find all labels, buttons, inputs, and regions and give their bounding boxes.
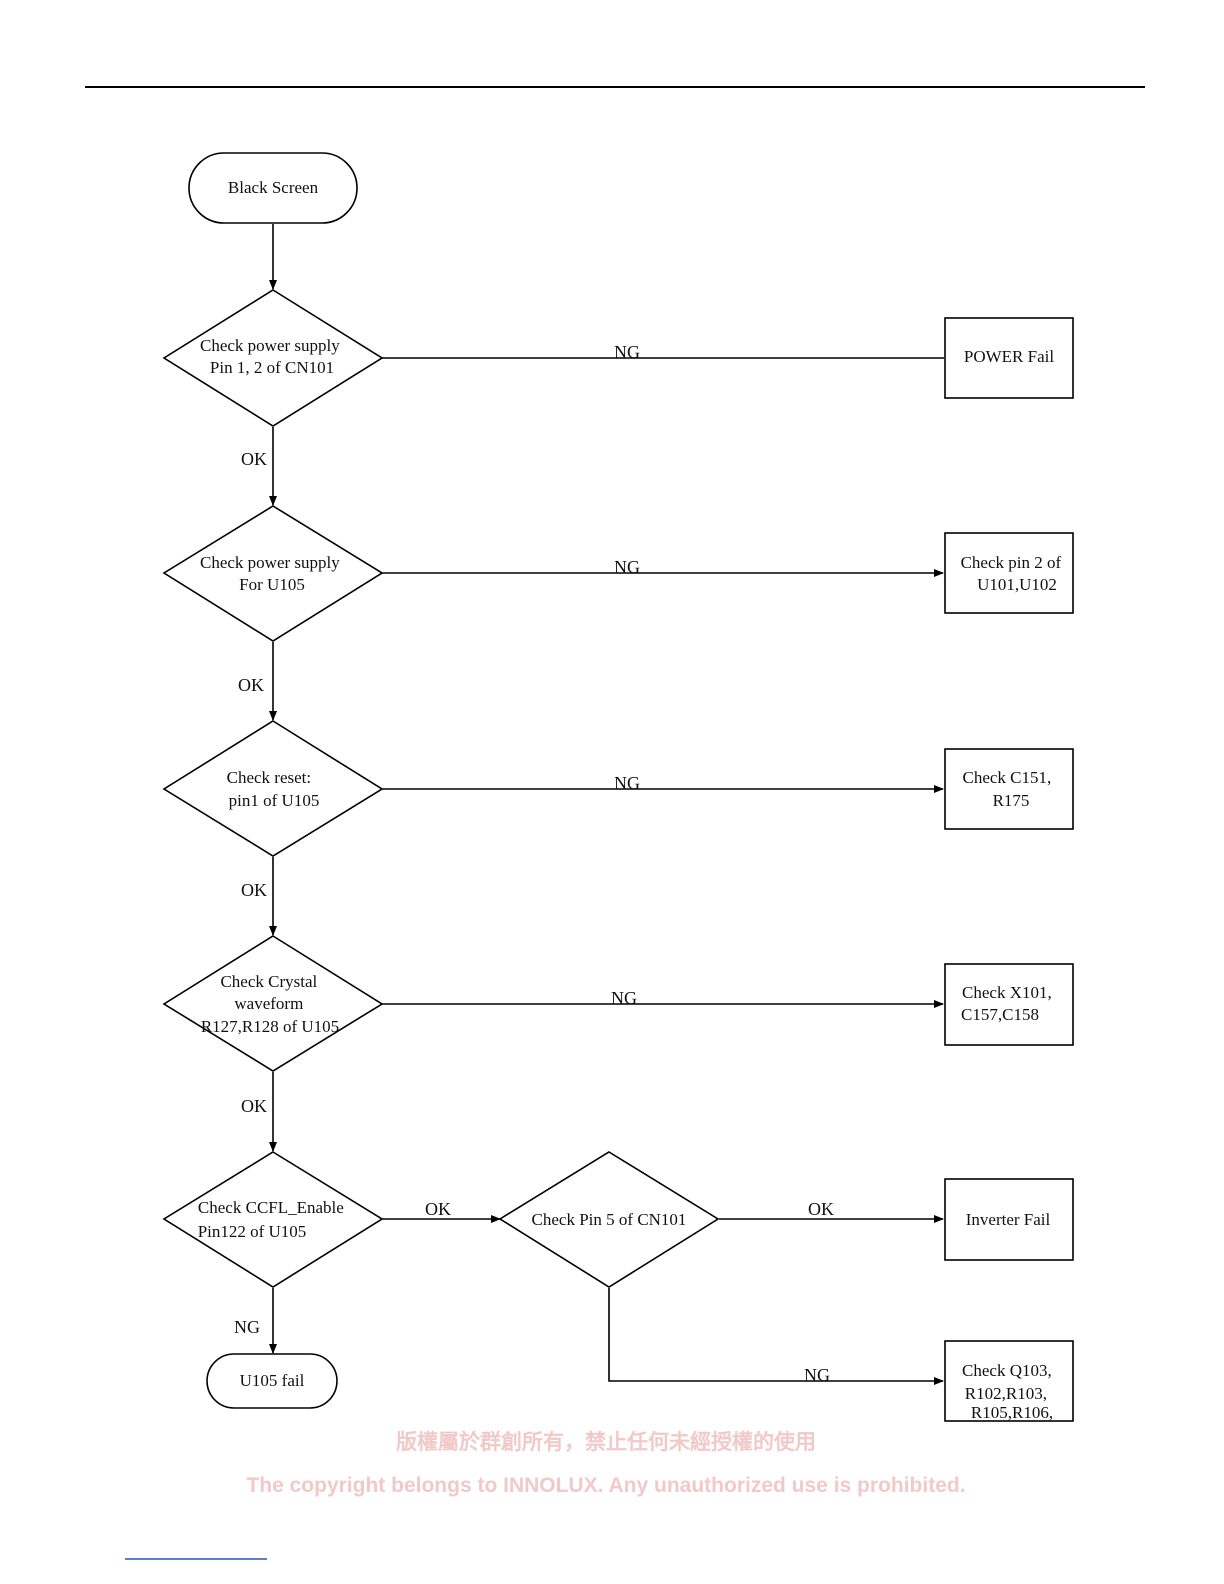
decision-crystal (162, 935, 384, 1072)
decision-reset-label: Check reset: pin1 of U105 (227, 768, 320, 810)
connector-pin5-to-q103 (608, 1288, 944, 1385)
decision-power-cn101-label: Check power supply Pin 1, 2 of CN101 (200, 336, 344, 377)
watermark-english: The copyright belongs to INNOLUX. Any un… (246, 1474, 965, 1497)
result-check-pin2-label: Check pin 2 of U101,U102 (961, 553, 1066, 594)
decision-pin5-cn101-label: Check Pin 5 of CN101 (532, 1210, 687, 1229)
start-label: Black Screen (228, 178, 319, 197)
result-inverter-fail (944, 1178, 1074, 1261)
result-inverter-fail-label: Inverter Fail (966, 1210, 1051, 1229)
decision-power-u105 (162, 505, 384, 642)
edge-label-ok-pin5: OK (808, 1199, 834, 1219)
result-check-q103 (944, 1340, 1074, 1422)
edge-label-ok-3: OK (241, 880, 267, 900)
edge-label-ng-4: NG (611, 988, 637, 1008)
edge-label-ok-1: OK (241, 449, 267, 469)
result-check-x101 (944, 963, 1074, 1046)
result-check-c151-label: Check C151, R175 (962, 768, 1055, 810)
edge-label-ok-4: OK (241, 1096, 267, 1116)
result-check-q103-label: Check Q103, R102,R103, R105,R106, (962, 1361, 1056, 1422)
edge-label-ng-1: NG (614, 342, 640, 362)
decision-reset (162, 720, 384, 857)
edge-label-ok-ccfl: OK (425, 1199, 451, 1219)
result-check-c151 (944, 748, 1074, 830)
edge-label-ng-ccfl: NG (234, 1317, 260, 1337)
end-u105-fail (206, 1353, 338, 1409)
decision-pin5-cn101 (498, 1151, 720, 1288)
watermark-chinese: 版權屬於群創所有，禁止任何未經授權的使用 (396, 1430, 816, 1454)
edge-label-ng-3: NG (614, 773, 640, 793)
decision-crystal-label: Check Crystal waveform R127,R128 of U105 (201, 972, 339, 1036)
decision-power-cn101 (162, 289, 384, 427)
edge-label-ok-2: OK (238, 675, 264, 695)
end-u105-fail-label: U105 fail (240, 1371, 305, 1390)
result-check-pin2 (944, 532, 1074, 614)
result-power-fail (944, 317, 1074, 399)
result-check-x101-label: Check X101, C157,C158 (961, 983, 1056, 1024)
edge-label-ng-pin5: NG (804, 1365, 830, 1385)
result-power-fail-label: POWER Fail (964, 347, 1054, 366)
decision-ccfl-enable-label: Check CCFL_Enable Pin122 of U105 (198, 1198, 348, 1241)
start-terminal (188, 152, 358, 224)
decision-ccfl-enable (162, 1151, 384, 1288)
decision-power-u105-label: Check power supply For U105 (200, 553, 344, 594)
edge-label-ng-2: NG (614, 557, 640, 577)
